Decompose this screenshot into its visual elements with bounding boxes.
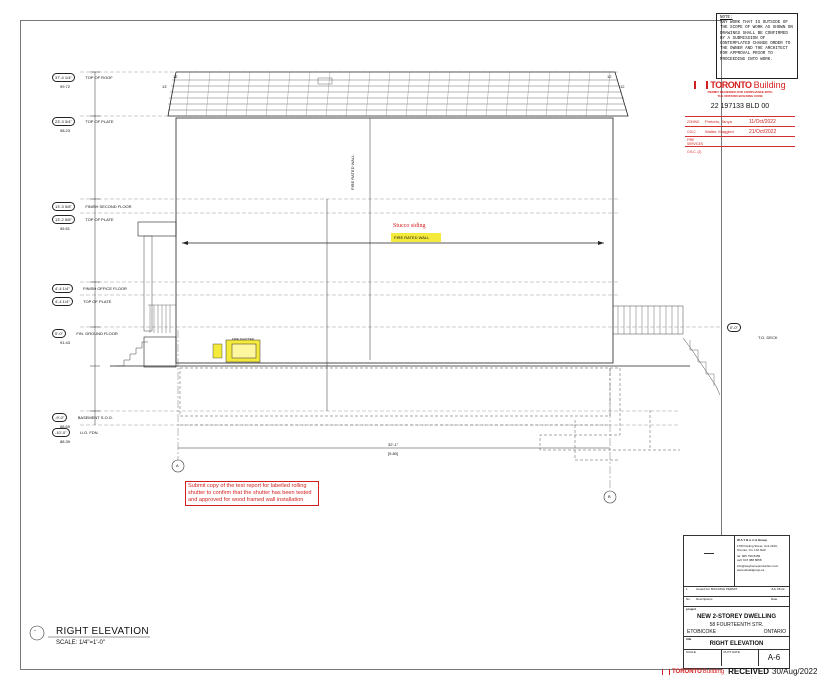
scope-note-label: NOTE: — [720, 16, 733, 20]
drawing-scale: SCALE: 1/4"=1'-0" — [56, 640, 105, 646]
stamp-row: O.B.C. Walter, Maggied 21/Oct/2022 — [685, 127, 795, 137]
drawing-title: RIGHT ELEVATION — [56, 626, 149, 637]
review-comment: Submit copy of the test report for label… — [185, 481, 319, 506]
fire-shutter-label: FIRE SHUTTER — [232, 337, 254, 341]
city-hall-icon — [662, 668, 670, 675]
stamp-row: FIRE SERVICES — [685, 137, 795, 147]
roof-pitch-left-run: 12 — [173, 74, 178, 79]
level-marker-foundation: -10'-0" U.O. FDN. 88.39 — [52, 421, 99, 444]
project-title: NEW 2-STOREY DWELLING — [696, 614, 777, 620]
scope-note-text: ANY WORK THAT IS OUTSIDE OF THE SCOPE OF… — [720, 21, 793, 62]
deck-level-marker: 0'-0" — [727, 323, 741, 332]
grid-bubble-b: B — [608, 494, 611, 499]
project-address: 58 FOURTEENTH STR. — [709, 622, 764, 628]
level-marker-office-floor: 4'-4 1/4" FINISH OFFICE FLOOR — [52, 277, 127, 295]
grid-bubble-a: A — [176, 463, 179, 468]
stamp-row: O.B.C. (2) — [687, 149, 702, 154]
level-marker-top-of-plate: 23'-3 3/4" TOP OF PLATE 98.23 — [52, 110, 114, 133]
deck-level-label: T.O. DECK — [758, 335, 778, 340]
project-city: ETOBICOKE — [687, 629, 717, 635]
roof-pitch-left-rise: 13 — [162, 84, 167, 89]
received-stamp: TORONTO Building RECEIVED 30/Aug/2022 — [662, 667, 817, 676]
level-marker-second-plate: 13'-2 5/8" TOP OF PLATE 95.51 — [52, 208, 114, 231]
roof-pitch-right-run: 12 — [607, 74, 612, 79]
drawing-title-symbol: - — [34, 628, 36, 634]
revision-row: 1 Issued For BUILDING PERMIT JUL 08 22 — [684, 587, 789, 597]
revision-header: No. Descriptions Date — [684, 597, 789, 607]
overall-dimension: 32'-1" — [388, 442, 399, 447]
title-block: W A Y B u i l d Group 1783 Kipling Stree… — [683, 535, 790, 669]
roof-pitch-right-rise: 12 — [620, 84, 625, 89]
level-marker-ground-floor: 0'-0" FIN. GROUND FLOOR 91.43 — [52, 322, 118, 345]
received-label: RECEIVED — [728, 667, 770, 676]
title-block-firm: W A Y B u i l d Group 1783 Kipling Stree… — [684, 536, 789, 587]
elevation-drawing — [29, 71, 721, 641]
project-province: ONTARIO — [763, 629, 786, 635]
received-date: 30/Aug/2022 — [772, 667, 817, 676]
scope-note: NOTE: ANY WORK THAT IS OUTSIDE OF THE SC… — [716, 13, 798, 79]
compass-icon — [704, 547, 714, 554]
stamp-row: ZONING Pretorio, Tanya 11/Oct/2022 — [685, 117, 795, 127]
overall-dimension-metric: [9.80] — [388, 451, 399, 456]
permit-stamp: TORONTO Building PERMIT REVIEWED FOR COM… — [685, 80, 795, 156]
permit-stamp-table: ZONING Pretorio, Tanya 11/Oct/2022 O.B.C… — [685, 116, 795, 156]
permit-number: 22 197133 BLD 00 — [710, 103, 770, 110]
level-marker-basement: -9'-0" BASEMENT S.O.G. 88.69 — [52, 406, 113, 429]
city-hall-icon — [694, 81, 709, 89]
firm-stamp-area — [684, 536, 735, 586]
sheet-number: A-6 — [767, 653, 781, 662]
level-marker-office-plate: 4'-4 1/4" TOP OF PLATE — [52, 290, 111, 308]
sheet-title: RIGHT ELEVATION — [684, 641, 789, 650]
fire-rated-wall-label: FIRE RATED WALL — [394, 235, 430, 240]
level-marker-top-of-roof: 37'-4 1/4" TOP OF ROOF 99.72 — [52, 66, 113, 89]
sheet-border — [20, 20, 722, 670]
stucco-siding-label: Stucco siding — [393, 223, 426, 229]
level-marker-second-floor: 13'-3 5/8" FINISH SECOND FLOOR — [52, 195, 132, 213]
permit-stamp-brand: TORONTO Building — [685, 80, 795, 90]
fire-rated-wall-vertical-label: FIRE RATED WALL — [350, 154, 355, 190]
